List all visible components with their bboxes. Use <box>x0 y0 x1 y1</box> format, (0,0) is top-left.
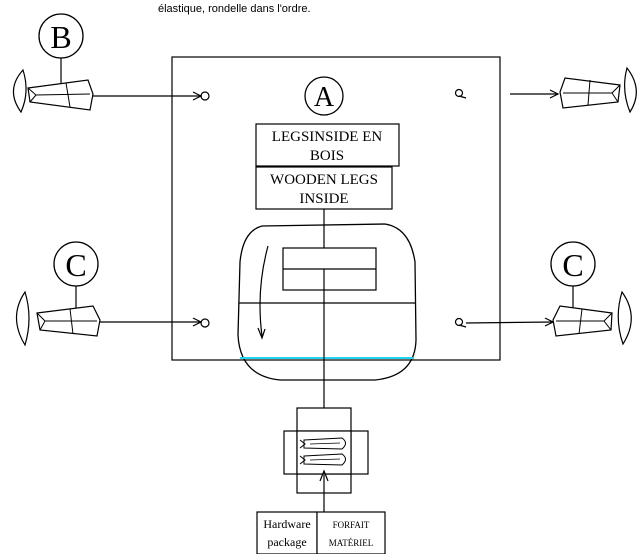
leg-c-right-bolt-icon <box>465 283 632 346</box>
corner-screw-top-right <box>454 88 467 99</box>
label-fr-line1: LEGSINSIDE EN <box>272 129 383 145</box>
label-b-text: B <box>50 19 71 55</box>
hardware-bag <box>237 223 417 381</box>
leg-c-left-bolt-icon <box>15 283 203 347</box>
label-fr-line2: BOIS <box>310 148 344 164</box>
package-fr-line2: MATÉRIEL <box>329 538 374 548</box>
label-box-english: WOODEN LEGS INSIDE <box>255 166 393 210</box>
package-en-line2: package <box>267 535 306 549</box>
hardware-package-icon <box>283 407 369 494</box>
label-b: B <box>38 13 84 59</box>
label-c-left: C <box>53 241 99 287</box>
label-c-right-text: C <box>562 247 583 283</box>
package-fr-line1: FORFAIT <box>333 520 370 530</box>
label-c-left-text: C <box>65 247 86 283</box>
label-a-text: A <box>314 82 335 113</box>
instruction-text: élastique, rondelle dans l'ordre. <box>158 3 311 15</box>
leg-top-right-bolt-icon <box>510 66 637 114</box>
label-c-right: C <box>550 241 596 287</box>
label-en-line2: INSIDE <box>299 191 348 207</box>
corner-screw-bottom-left <box>200 318 210 328</box>
label-en-line1: WOODEN LEGS <box>270 172 378 188</box>
label-a: A <box>304 76 344 116</box>
leg-b-bolt-icon <box>12 52 203 114</box>
package-en-line1: Hardware <box>263 517 310 531</box>
label-box-french: LEGSINSIDE EN BOIS <box>255 123 400 167</box>
package-label-box: Hardware package FORFAIT MATÉRIEL <box>256 511 386 554</box>
corner-screw-bottom-right <box>454 317 467 328</box>
frame-panel <box>171 56 501 361</box>
